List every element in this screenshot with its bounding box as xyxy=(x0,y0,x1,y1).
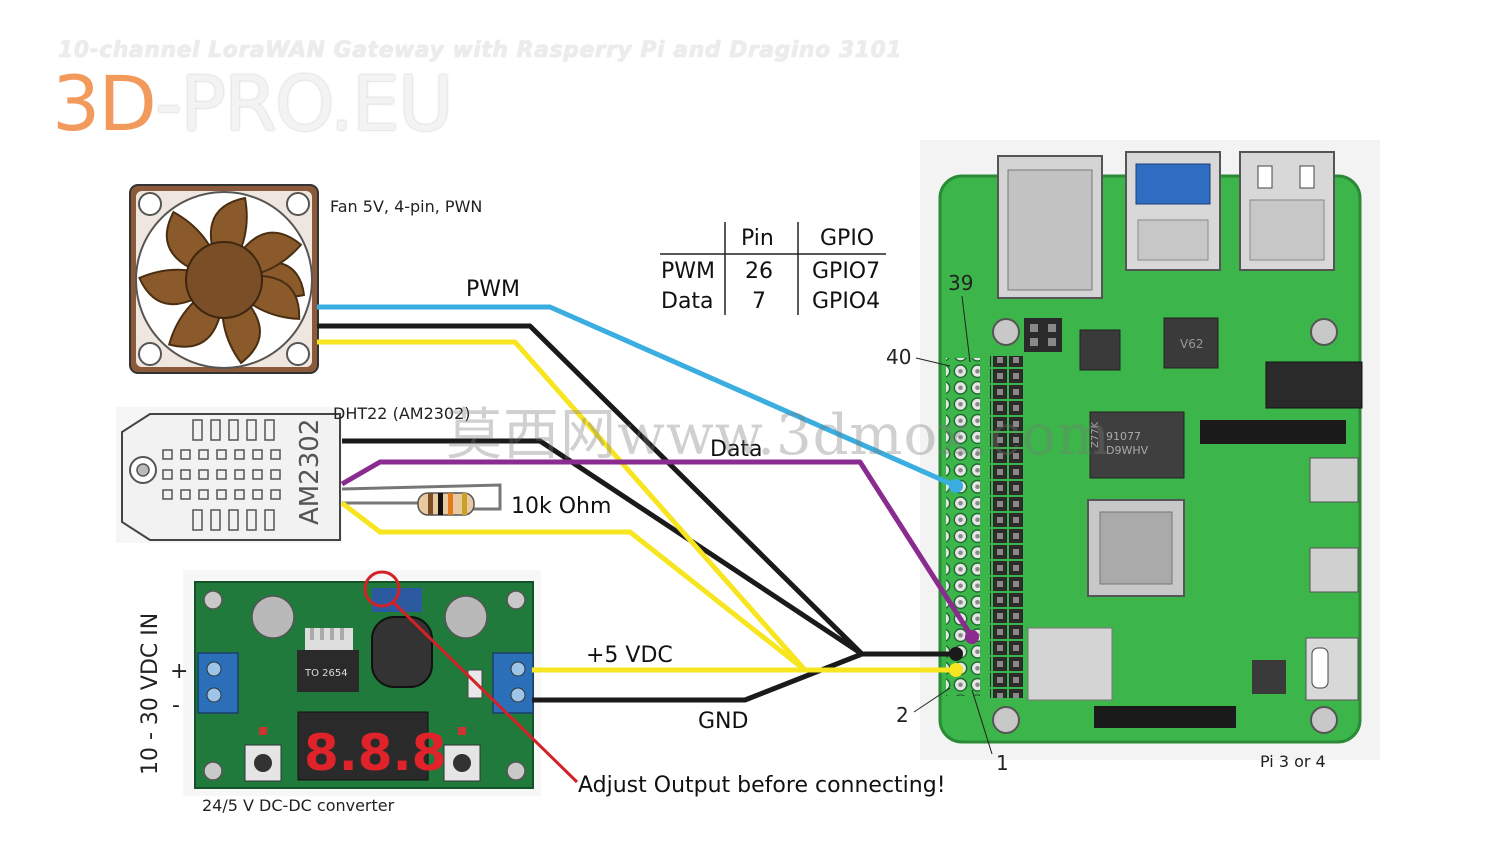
raspberry-pi-board: V62 91077 D9WHV Z77K xyxy=(920,140,1380,760)
pin-6-gnd-dot xyxy=(949,647,963,661)
gnd-wire-sensor xyxy=(342,438,864,657)
input-voltage-label: 10 - 30 VDC IN xyxy=(138,613,163,775)
sensor-label: DHT22 (AM2302) xyxy=(333,404,471,423)
pin-table-row2-name: Data xyxy=(661,289,714,314)
pin-table-row1-gpio: GPIO7 xyxy=(812,259,880,284)
pin-table-row1-pin: 26 xyxy=(745,259,773,284)
vcc-wire-sensor xyxy=(340,501,807,672)
input-plus-label: + xyxy=(170,659,188,684)
pi-model-label: Pi 3 or 4 xyxy=(1260,752,1326,771)
logo-part-2: -PRO.EU xyxy=(154,59,454,148)
pi-chip-small-text: V62 xyxy=(1180,337,1203,351)
pin-table-header-pin: Pin xyxy=(741,226,774,251)
resistor-label: 10k Ohm xyxy=(511,494,611,519)
dc-dc-converter: TO 2654 8.8.8 xyxy=(183,570,541,796)
converter-label: 24/5 V DC-DC converter xyxy=(202,796,395,815)
pi-ram-text-2: D9WHV xyxy=(1106,444,1149,457)
data-wire-label: Data xyxy=(710,437,763,462)
vcc-wire-fan xyxy=(317,339,807,672)
pin-2-label: 2 xyxy=(896,703,909,727)
pin-table-header-gpio: GPIO xyxy=(820,226,874,251)
pin-1-label: 1 xyxy=(996,751,1009,775)
pin-table: Pin GPIO PWM 26 GPIO7 Data 7 GPIO4 xyxy=(660,222,886,315)
watermark-text: 莫西网www.3dmox.com xyxy=(446,403,1111,468)
adjust-pointer-line xyxy=(391,600,579,784)
converter-display-digits: 8.8.8 xyxy=(304,724,446,782)
logo-part-1: 3D xyxy=(52,59,157,148)
pwm-wire xyxy=(317,304,958,489)
fan xyxy=(129,184,319,374)
pin-39-leader xyxy=(961,295,971,363)
brand-logo: 3D-PRO.EU xyxy=(52,64,453,144)
pin-table-row2-gpio: GPIO4 xyxy=(812,289,880,314)
pi-ram-side-text: Z77K xyxy=(1090,421,1101,448)
pin-4-vcc-dot xyxy=(949,663,963,677)
pin-40-leader xyxy=(915,357,951,367)
fan-label: Fan 5V, 4-pin, PWN xyxy=(330,197,482,216)
gnd-wire-converter xyxy=(532,651,956,703)
pin-7-data-dot xyxy=(965,630,979,644)
pin-table-row2-pin: 7 xyxy=(752,289,766,314)
adjust-potentiometer-marker xyxy=(363,570,401,608)
pin-40-label: 40 xyxy=(886,345,911,369)
gnd-wire-fan xyxy=(317,323,864,656)
pin-39-label: 39 xyxy=(948,271,973,295)
input-minus-label: - xyxy=(172,693,180,718)
vcc-wire-label: +5 VDC xyxy=(586,643,673,668)
sensor-body-text: AM2302 xyxy=(295,419,325,525)
pin-1-leader xyxy=(971,689,993,755)
converter-chip-label: TO 2654 xyxy=(304,668,348,679)
pin-2-leader xyxy=(913,687,951,713)
dht22-sensor: AM2302 xyxy=(116,407,342,543)
adjust-output-note: Adjust Output before connecting! xyxy=(578,773,946,798)
pin-26-pwm-dot xyxy=(949,479,963,493)
pi-ram-text-1: 91077 xyxy=(1106,430,1141,443)
wires xyxy=(317,304,975,703)
resistor-10k xyxy=(341,483,502,516)
page-header-title: 10-channel LoraWAN Gateway with Rasperry… xyxy=(58,38,903,63)
pin-table-row1-name: PWM xyxy=(661,259,715,284)
gnd-wire-label: GND xyxy=(698,709,748,734)
pwm-wire-label: PWM xyxy=(466,277,520,302)
data-wire xyxy=(340,459,975,639)
